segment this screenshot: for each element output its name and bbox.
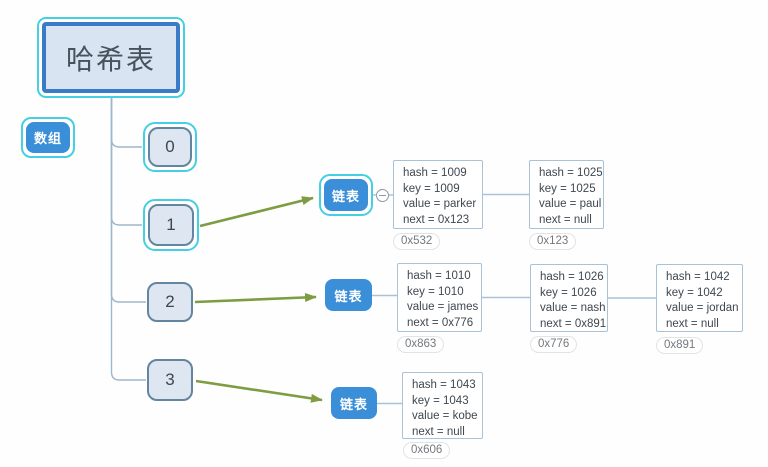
linked-list-badge-row3-text: 链表	[339, 396, 368, 412]
list-node[interactable]: hash = 1026 key = 1026 value = nash next…	[530, 264, 608, 332]
array-cell-0[interactable]: 0	[143, 122, 197, 172]
list-node[interactable]: hash = 1025 key = 1025 value = paul next…	[529, 160, 604, 229]
node-field-line: value = paul	[539, 198, 602, 210]
node-field-line: key = 1009	[403, 182, 460, 195]
array-cell-1[interactable]: 1	[143, 199, 199, 251]
array-cell-3-value: 3	[165, 370, 175, 389]
node-field-line: next = null	[539, 213, 592, 226]
node-field-line: value = jordan	[666, 302, 739, 314]
linked-list-badge-row3[interactable]: 链表	[331, 387, 377, 419]
node-link-lines	[372, 193, 656, 405]
linked-list-badge-row1-text: 链表	[324, 179, 368, 211]
node-field-line: hash = 1043	[412, 379, 476, 391]
node-field-line: next = 0x123	[403, 213, 470, 226]
node-field-line: next = null	[666, 317, 719, 330]
node-field-line: value = james	[407, 301, 479, 313]
node-field-line: key = 1042	[666, 286, 723, 299]
minus-icon	[379, 194, 386, 197]
page-title: 哈希表	[65, 43, 156, 75]
array-cell-2[interactable]: 2	[147, 282, 193, 322]
node-field-line: hash = 1026	[540, 271, 604, 283]
linked-list-badge-row1[interactable]: 链表	[319, 174, 373, 216]
hash-table-topic[interactable]: 哈希表	[37, 17, 185, 98]
address-label[interactable]: 0x123	[529, 233, 577, 250]
linked-list-badge-row2-text: 链表	[334, 288, 363, 304]
node-field-line: next = 0x891	[540, 317, 607, 330]
node-field-line: hash = 1042	[666, 271, 730, 283]
hash-table-topic-box: 哈希表	[42, 22, 180, 93]
node-field-line: next = null	[412, 425, 465, 438]
node-field-line: key = 1026	[540, 286, 597, 299]
node-field-line: next = 0x776	[407, 316, 474, 329]
node-field-line: value = parker	[403, 198, 477, 210]
node-field-line: hash = 1025	[539, 167, 603, 179]
address-label[interactable]: 0x532	[393, 233, 441, 250]
address-label[interactable]: 0x863	[397, 336, 445, 353]
pointer-arrows	[194, 196, 323, 403]
array-label-badge[interactable]: 数组	[21, 117, 75, 158]
collapse-toggle[interactable]	[376, 189, 389, 202]
array-cell-1-value: 1	[148, 204, 194, 246]
list-node[interactable]: hash = 1042 key = 1042 value = jordan ne…	[656, 264, 743, 332]
node-field-line: value = kobe	[412, 410, 478, 422]
list-node[interactable]: hash = 1009 key = 1009 value = parker ne…	[393, 160, 483, 229]
node-field-line: key = 1025	[539, 182, 596, 195]
list-node[interactable]: hash = 1010 key = 1010 value = james nex…	[397, 263, 482, 332]
node-field-line: key = 1010	[407, 285, 464, 298]
tree-connector-lines	[110, 98, 146, 381]
array-cell-0-value: 0	[148, 127, 192, 167]
array-label-text: 数组	[26, 122, 70, 153]
address-label[interactable]: 0x891	[656, 337, 704, 354]
node-field-line: key = 1043	[412, 394, 469, 407]
node-field-line: value = nash	[540, 302, 606, 314]
list-node[interactable]: hash = 1043 key = 1043 value = kobe next…	[402, 372, 483, 439]
node-field-line: hash = 1010	[407, 270, 471, 282]
linked-list-badge-row2[interactable]: 链表	[325, 279, 372, 311]
address-label[interactable]: 0x606	[403, 442, 451, 459]
array-cell-2-value: 2	[165, 292, 175, 311]
address-label[interactable]: 0x776	[530, 336, 578, 353]
array-cell-3[interactable]: 3	[147, 359, 193, 401]
node-field-line: hash = 1009	[403, 167, 467, 179]
